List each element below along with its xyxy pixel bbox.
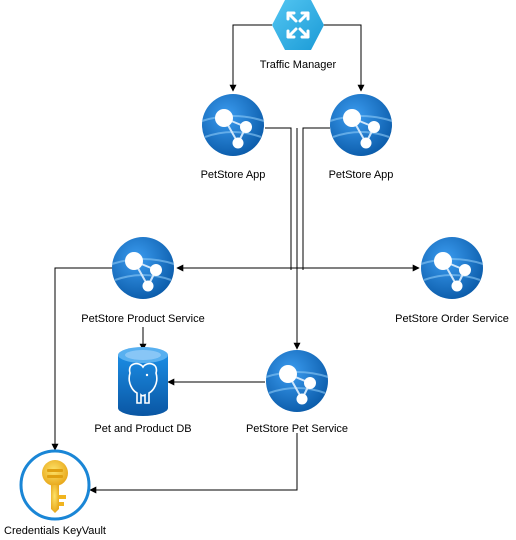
petstore-app-2-node[interactable]: PetStore App xyxy=(329,93,394,181)
order-service-node[interactable]: PetStore Order Service xyxy=(395,236,509,325)
connectors xyxy=(51,24,420,494)
edge-traffic-to-app-1 xyxy=(229,24,272,92)
product-service-label: PetStore Product Service xyxy=(81,313,205,325)
edge-pet-service-to-keyvault xyxy=(89,433,298,494)
key-vault-icon xyxy=(19,449,91,521)
app-service-icon xyxy=(329,93,393,157)
petstore-app-2-label: PetStore App xyxy=(329,169,394,181)
product-db-label: Pet and Product DB xyxy=(94,423,191,435)
app-service-icon xyxy=(420,236,484,300)
edge-app-1-bus xyxy=(265,127,292,270)
petstore-app-1-node[interactable]: PetStore App xyxy=(201,93,266,181)
edge-product-service-to-keyvault xyxy=(51,267,113,451)
pet-service-node[interactable]: PetStore Pet Service xyxy=(246,349,348,435)
pet-service-label: PetStore Pet Service xyxy=(246,423,348,435)
edge-traffic-to-app-2 xyxy=(323,24,365,92)
petstore-app-1-label: PetStore App xyxy=(201,169,266,181)
order-service-label: PetStore Order Service xyxy=(395,313,509,325)
product-service-node[interactable]: PetStore Product Service xyxy=(81,236,205,325)
traffic-manager-label: Traffic Manager xyxy=(260,59,337,71)
app-service-icon xyxy=(265,349,329,413)
product-db-node[interactable]: Pet and Product DB xyxy=(94,347,192,435)
keyvault-label: Credentials KeyVault xyxy=(4,525,106,537)
app-service-icon xyxy=(201,93,265,157)
edge-app-2-bus xyxy=(302,127,330,270)
traffic-manager-node[interactable]: Traffic Manager xyxy=(260,0,337,71)
app-service-icon xyxy=(111,236,175,300)
postgresql-database-icon xyxy=(118,347,168,416)
traffic-manager-icon xyxy=(272,0,324,50)
keyvault-node[interactable]: Credentials KeyVault xyxy=(4,449,106,537)
